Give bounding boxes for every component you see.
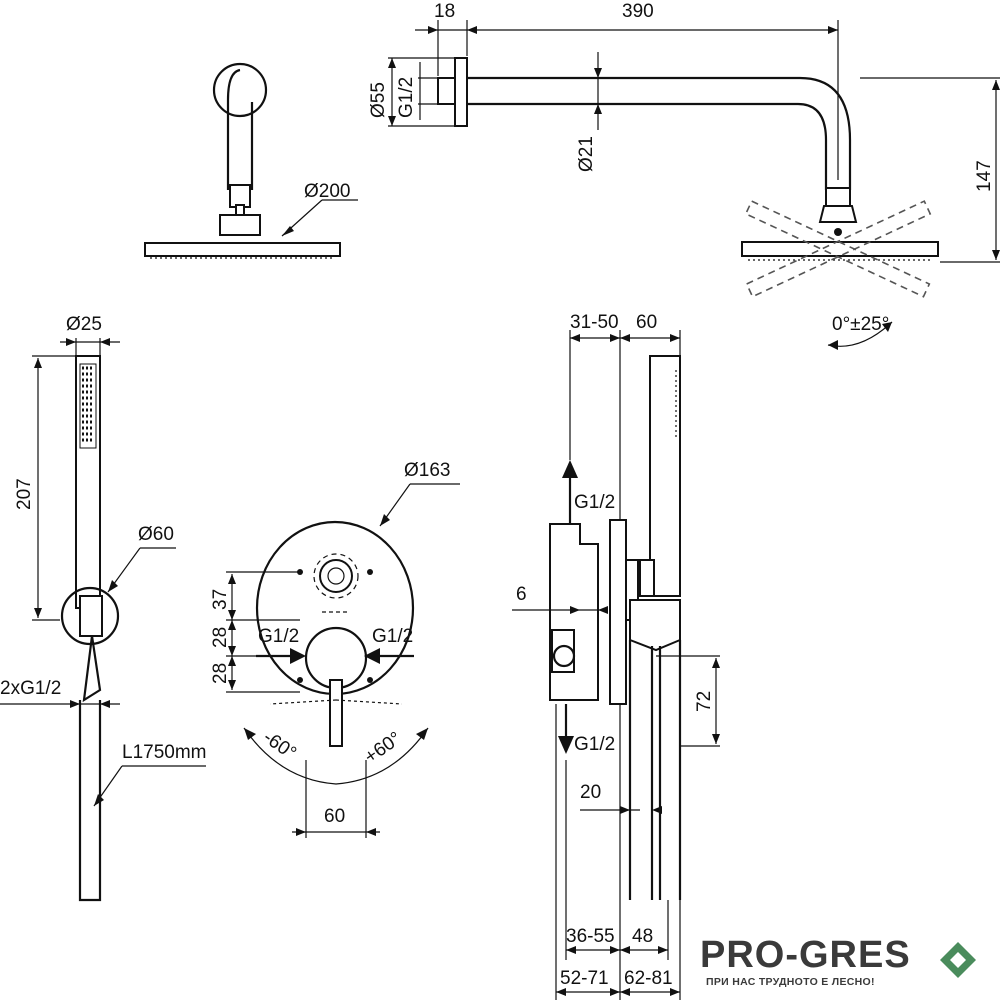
dim-dia200: Ø200 [304,181,350,202]
dim-g12-top: G1/2 [574,492,615,513]
dim-28a: 28 [210,627,231,648]
hand-shower: Ø25 207 Ø60 2xG1/2 L1750mm [0,314,207,902]
dim-g12-arm: G1/2 [396,77,417,118]
dim-28b: 28 [210,663,231,684]
dim-20: 20 [580,782,601,803]
brand-logo: PRO-GRES ПРИ НАС ТРУДНОТО Е ЛЕСНО! [700,934,990,994]
mixer-side-section: G1/2 G1/2 31-50 60 6 72 20 [512,312,720,1000]
dim-hose-length: L1750mm [122,742,207,763]
dim-37: 37 [210,589,231,610]
dim-neg60: -60° [259,727,300,764]
dim-52-71: 52-71 [560,968,609,989]
dim-62-81: 62-81 [624,968,673,989]
brand-tagline: ПРИ НАС ТРУДНОТО Е ЛЕСНО! [706,976,875,988]
dim-dia55: Ø55 [368,82,389,118]
dim-48: 48 [632,926,653,947]
dim-60-handle: 60 [324,806,345,827]
dim-2xg12: 2xG1/2 [0,678,61,699]
dim-g12-right: G1/2 [372,626,413,647]
dim-18: 18 [434,1,455,22]
dim-207: 207 [14,478,35,510]
dim-angle-head: 0°±25° [832,314,889,335]
dim-390: 390 [622,1,654,22]
shower-arm-side-view: 18 390 Ø55 G1/2 Ø21 147 0°±25° [368,1,1000,350]
dim-31-50: 31-50 [570,312,619,333]
dim-147: 147 [974,160,995,192]
brand-name: PRO-GRES [700,934,911,976]
dim-pos60: +60° [361,728,406,768]
dim-6: 6 [516,584,527,605]
dim-60-side: 60 [636,312,657,333]
dim-72: 72 [694,691,715,712]
dim-dia60: Ø60 [138,524,174,545]
dim-dia163: Ø163 [404,460,450,481]
dim-36-55: 36-55 [566,926,615,947]
dim-dia21: Ø21 [576,136,597,172]
dim-g12-bottom: G1/2 [574,734,615,755]
dim-g12-left: G1/2 [258,626,299,647]
dim-dia25: Ø25 [66,314,102,335]
shower-head-front-view: Ø200 [144,62,358,259]
brand-diamond-icon [940,942,976,978]
mixer-front-view: Ø163 37 28 28 G1/2 G1/2 -60° +60° [210,460,460,838]
